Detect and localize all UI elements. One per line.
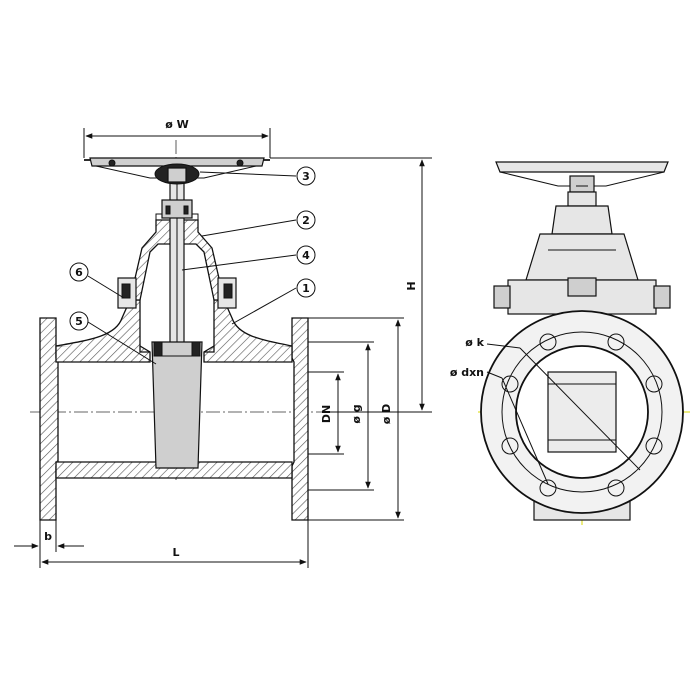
svg-text:H: H bbox=[405, 281, 418, 290]
wedge bbox=[151, 341, 203, 469]
part-balloon-2: 2 bbox=[296, 210, 316, 230]
leader-lines bbox=[87, 171, 297, 365]
svg-text:5: 5 bbox=[75, 315, 83, 328]
end-view: ø k ø dxn bbox=[450, 161, 690, 525]
dimension-nominal-diameter: DN bbox=[308, 371, 344, 455]
part-balloon-5: 5 bbox=[69, 311, 89, 331]
part-balloon-3: 3 bbox=[296, 166, 316, 186]
end-view-handwheel bbox=[495, 161, 669, 193]
part-balloon-4: 4 bbox=[296, 245, 316, 265]
dimension-flange-diameter: ø D bbox=[308, 317, 404, 521]
svg-text:ø W: ø W bbox=[165, 118, 189, 131]
end-view-flange bbox=[480, 310, 684, 514]
svg-text:ø dxn: ø dxn bbox=[450, 366, 484, 379]
dimension-raised-face: ø g bbox=[308, 341, 374, 491]
bonnet-bolts bbox=[117, 277, 237, 309]
dimension-handwheel: ø W bbox=[83, 118, 271, 158]
svg-text:2: 2 bbox=[302, 214, 310, 227]
svg-text:ø g: ø g bbox=[350, 404, 363, 423]
part-balloon-6: 6 bbox=[69, 262, 89, 282]
svg-text:3: 3 bbox=[302, 170, 310, 183]
part-balloon-1: 1 bbox=[296, 278, 316, 298]
dimension-length: L bbox=[41, 520, 309, 568]
valve-body bbox=[39, 299, 309, 521]
section-view: 3 2 4 1 6 5 ø W bbox=[14, 118, 432, 568]
end-view-bolt-holes bbox=[501, 333, 663, 497]
dimension-height: H bbox=[270, 157, 432, 413]
svg-text:DN: DN bbox=[320, 405, 333, 423]
handwheel bbox=[84, 157, 270, 185]
dimension-bolt-circle: ø k bbox=[465, 336, 641, 471]
svg-text:L: L bbox=[172, 546, 179, 559]
svg-text:ø k: ø k bbox=[465, 336, 484, 349]
svg-text:4: 4 bbox=[302, 249, 310, 262]
dimension-flange-thickness: b bbox=[14, 520, 84, 568]
svg-text:b: b bbox=[44, 530, 52, 543]
svg-text:6: 6 bbox=[75, 266, 83, 279]
dimension-bolt-holes: ø dxn bbox=[450, 366, 549, 485]
svg-text:1: 1 bbox=[302, 282, 310, 295]
end-view-bonnet bbox=[525, 191, 639, 281]
svg-text:ø D: ø D bbox=[380, 404, 393, 425]
